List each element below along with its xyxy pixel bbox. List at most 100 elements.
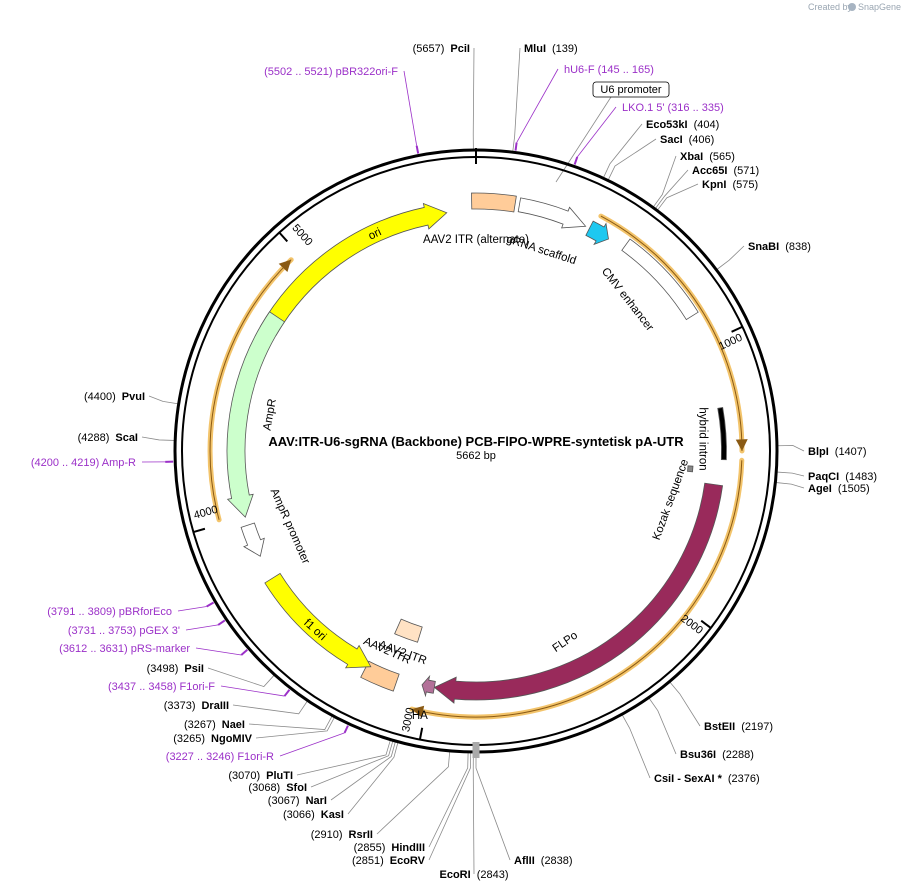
feature-ampr: AmpR bbox=[226, 311, 286, 518]
tick-1000 bbox=[731, 325, 743, 333]
orf-arrowhead-1 bbox=[411, 705, 425, 718]
enzyme-leader-27 bbox=[141, 436, 175, 441]
enzyme-nari-name: NarI bbox=[306, 795, 327, 807]
hybrid-intron-label: hybrid intron bbox=[697, 407, 709, 470]
enzyme-leader-20 bbox=[330, 741, 396, 801]
primer-label-4: (3791 .. 3809) pBRforEco bbox=[47, 606, 172, 618]
ampr-shape bbox=[226, 311, 286, 518]
enzyme-rsrii-name: RsrII bbox=[349, 829, 373, 841]
enzyme-nari: (3067) NarI bbox=[268, 795, 327, 807]
map-center-title: AAV:ITR-U6-sgRNA (Backbone) PCB-FlPO-WPR… bbox=[268, 434, 684, 462]
enzyme-leader-18 bbox=[376, 751, 451, 835]
enzyme-bsu36i-pos: (2288) bbox=[722, 749, 754, 761]
enzyme-kpni: KpnI(575) bbox=[702, 179, 758, 191]
ampr-promoter-label: AmpR promoter bbox=[268, 487, 312, 566]
ampr-label: AmpR bbox=[261, 398, 278, 432]
feature-hybrid-intron: hybrid intron bbox=[697, 407, 727, 471]
enzyme-kpni-pos: (575) bbox=[732, 179, 758, 191]
feature-u6-promoter-arrow bbox=[585, 220, 609, 246]
grna-scaffold-shape bbox=[517, 197, 587, 229]
primer-leader-6 bbox=[195, 647, 242, 656]
tick-label-5000: 5000 bbox=[289, 222, 314, 248]
enzyme-leader-21 bbox=[310, 741, 394, 788]
enzyme-leader-19 bbox=[347, 742, 399, 815]
aav2-itr-2-shape bbox=[394, 618, 423, 643]
snapgene-logo-icon bbox=[848, 3, 856, 11]
primer-leader-8 bbox=[279, 732, 345, 757]
enzyme-aflii-name: AflII bbox=[514, 855, 535, 867]
primer-label-1: hU6-F (145 .. 165) bbox=[564, 64, 654, 76]
enzyme-rsrii-pos: (2910) bbox=[311, 829, 343, 841]
ori-label: ori bbox=[367, 226, 384, 242]
enzyme-leader-16 bbox=[428, 752, 472, 861]
enzyme-leader-9 bbox=[777, 471, 805, 477]
enzyme-leader-15 bbox=[472, 752, 475, 875]
enzyme-sfoi-pos: (3068) bbox=[248, 782, 280, 794]
enzyme-snabi: SnaBI(838) bbox=[748, 241, 811, 253]
tick-label-1000: 1000 bbox=[717, 332, 744, 353]
orf-arrowhead-0 bbox=[735, 439, 748, 451]
enzyme-sfoi: (3068) SfoI bbox=[248, 782, 307, 794]
enzyme-nari-pos: (3067) bbox=[268, 795, 300, 807]
snapgene-watermark: Created by SnapGene bbox=[808, 2, 901, 12]
cmv-enhancer-shape bbox=[621, 238, 699, 321]
enzyme-draiii: (3373)DraIII bbox=[164, 700, 229, 712]
enzyme-eco53ki: Eco53kI(404) bbox=[646, 119, 719, 131]
enzyme-paqci-name: PaqCI bbox=[808, 471, 839, 483]
u6-promoter-arrow-shape bbox=[585, 220, 609, 246]
enzyme-leader-0 bbox=[472, 47, 475, 150]
u6-callout-label: U6 promoter bbox=[600, 84, 661, 96]
primer-label-0: (5502 .. 5521) pBR322ori-F bbox=[264, 66, 398, 78]
tick-label-2000: 2000 bbox=[678, 613, 705, 637]
watermark-text: Created by bbox=[808, 2, 853, 12]
enzyme-ecorv: (2851)EcoRV bbox=[352, 855, 426, 867]
enzyme-ecori-name: EcoRI bbox=[440, 869, 471, 881]
enzyme-scai: (4288)ScaI bbox=[78, 432, 138, 444]
ampr-promoter-shape bbox=[240, 522, 265, 557]
enzyme-mlui-pos: (139) bbox=[552, 43, 578, 55]
tick-4000 bbox=[193, 527, 206, 533]
enzyme-csii-sexai-pos: (2376) bbox=[728, 773, 760, 785]
enzyme-agei-pos: (1505) bbox=[838, 483, 870, 495]
primer-label-6: (3612 .. 3631) pRS-marker bbox=[59, 643, 190, 655]
enzyme-leader-25 bbox=[232, 701, 308, 715]
enzyme-bsu36i: Bsu36I(2288) bbox=[680, 749, 754, 761]
enzyme-naei-name: NaeI bbox=[222, 719, 245, 731]
enzyme-sfoi-name: SfoI bbox=[286, 782, 307, 794]
enzyme-csii-sexai-name: CsiI - SexAI * bbox=[654, 773, 723, 785]
enzyme-pluti-name: PluTI bbox=[266, 770, 293, 782]
enzyme-aflii-pos: (2838) bbox=[541, 855, 573, 867]
enzyme-leader-22 bbox=[296, 740, 391, 776]
primer-mark-5 bbox=[217, 619, 226, 626]
feature-f1-ori: f1 ori bbox=[264, 572, 372, 669]
enzyme-pluti-pos: (3070) bbox=[228, 770, 260, 782]
enzyme-pvui-pos: (4400) bbox=[84, 391, 116, 403]
enzyme-leader-24 bbox=[248, 716, 333, 731]
feature-kozak: Kozak sequence bbox=[651, 458, 694, 542]
enzyme-snabi-pos: (838) bbox=[785, 241, 811, 253]
feature-aav2-itr-alt: AAV2 ITR (alternate) bbox=[423, 192, 529, 246]
enzyme-psii-name: PsiI bbox=[184, 663, 204, 675]
watermark-brand: SnapGene bbox=[858, 2, 901, 12]
grna-scaffold-label: gRNA scaffold bbox=[505, 233, 578, 267]
enzyme-agei-name: AgeI bbox=[808, 483, 832, 495]
backbone-circle bbox=[173, 148, 779, 758]
enzyme-kasi-pos: (3066) bbox=[283, 809, 315, 821]
enzyme-bsteii: BstEII(2197) bbox=[704, 721, 773, 733]
enzyme-mlui-name: MluI bbox=[524, 43, 546, 55]
primer-mark-4 bbox=[206, 601, 215, 608]
enzyme-saci: SacI(406) bbox=[660, 134, 714, 146]
enzyme-pcii: (5657)PciI bbox=[413, 43, 470, 55]
feature-grna-scaffold: gRNA scaffold bbox=[505, 197, 587, 267]
enzyme-ecori-pos: (2843) bbox=[477, 869, 509, 881]
kozak-label: Kozak sequence bbox=[651, 458, 691, 542]
enzyme-hindiii-name: HindIII bbox=[391, 842, 425, 854]
enzyme-leader-10 bbox=[776, 482, 805, 489]
enzyme-xbai-name: XbaI bbox=[680, 151, 703, 163]
enzyme-saci-name: SacI bbox=[660, 134, 683, 146]
enzyme-acc65i-pos: (571) bbox=[733, 165, 759, 177]
enzyme-bsteii-name: BstEII bbox=[704, 721, 735, 733]
enzyme-leader-7 bbox=[716, 245, 745, 270]
